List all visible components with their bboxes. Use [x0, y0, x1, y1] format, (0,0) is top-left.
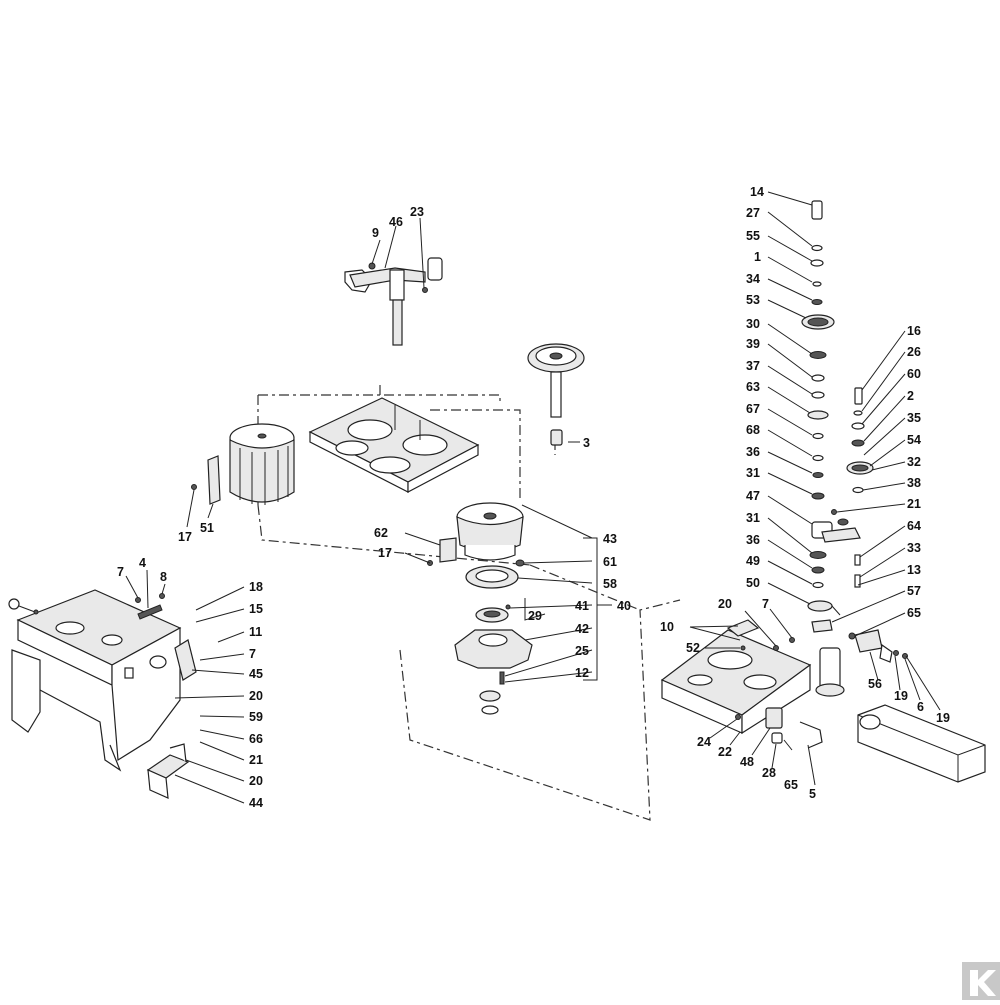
callout-label: 17	[378, 546, 392, 560]
callout-label: 24	[697, 735, 711, 749]
callout-label: 63	[746, 380, 760, 394]
callout-label: 38	[907, 476, 921, 490]
callout-label: 64	[907, 519, 921, 533]
callout-label: 40	[617, 599, 631, 613]
callout-label: 31	[746, 466, 760, 480]
callout-label: 47	[746, 489, 760, 503]
callout-label: 19	[936, 711, 950, 725]
callout-label: 59	[249, 710, 263, 724]
callout-label: 4	[139, 556, 146, 570]
callout-label: 23	[410, 205, 424, 219]
callout-label: 41	[575, 599, 589, 613]
callout-label: 60	[907, 367, 921, 381]
left-frame-housing	[8, 589, 197, 799]
callout-label: 15	[249, 602, 263, 616]
callout-label: 37	[746, 359, 760, 373]
callout-label: 18	[249, 580, 263, 594]
callout-label: 57	[907, 584, 921, 598]
right-secondary-stack	[831, 387, 874, 588]
brand-logo-icon	[962, 962, 1000, 1000]
callout-label: 46	[389, 215, 403, 229]
callout-label: 56	[868, 677, 882, 691]
callout-label: 55	[746, 229, 760, 243]
gear-shaft-assembly	[527, 343, 585, 446]
callout-label: 45	[249, 667, 263, 681]
callout-label: 53	[746, 293, 760, 307]
center-tray-plate	[308, 397, 480, 493]
callout-label: 20	[249, 774, 263, 788]
callout-label: 6	[917, 700, 924, 714]
callout-label: 29	[528, 609, 542, 623]
callout-leader-lines	[125, 191, 941, 804]
callout-label: 17	[178, 530, 192, 544]
callout-label: 48	[740, 755, 754, 769]
callout-label: 21	[907, 497, 921, 511]
callout-label: 36	[746, 533, 760, 547]
callout-label: 13	[907, 563, 921, 577]
callout-label: 50	[746, 576, 760, 590]
callout-label: 7	[762, 597, 769, 611]
drum-bracket	[191, 455, 221, 505]
callout-label: 2	[907, 389, 914, 403]
callout-label: 33	[907, 541, 921, 555]
callout-label: 43	[603, 532, 617, 546]
callout-label: 58	[603, 577, 617, 591]
callout-labels: 14 27 55 1 34 53 30 39 37 63 67 68 36 31…	[117, 185, 950, 810]
callout-label: 10	[660, 620, 674, 634]
callout-label: 34	[746, 272, 760, 286]
callout-label: 20	[249, 689, 263, 703]
rotor-drum	[229, 423, 295, 505]
callout-label: 5	[809, 787, 816, 801]
callout-label: 61	[603, 555, 617, 569]
callout-label: 62	[374, 526, 388, 540]
callout-label: 66	[249, 732, 263, 746]
callout-label: 68	[746, 423, 760, 437]
callout-label: 9	[372, 226, 379, 240]
callout-label: 7	[249, 647, 256, 661]
callout-label: 14	[750, 185, 764, 199]
callout-label: 49	[746, 554, 760, 568]
callout-label: 27	[746, 206, 760, 220]
callout-label: 1	[754, 250, 761, 264]
right-gearbox-frame	[660, 619, 986, 783]
callout-label: 28	[762, 766, 776, 780]
callout-label: 26	[907, 345, 921, 359]
center-hub-stack	[427, 502, 533, 715]
callout-label: 7	[117, 565, 124, 579]
callout-label: 30	[746, 317, 760, 331]
callout-label: 12	[575, 666, 589, 680]
callout-label: 8	[160, 570, 167, 584]
callout-label: 44	[249, 796, 263, 810]
callout-label: 31	[746, 511, 760, 525]
callout-label: 21	[249, 753, 263, 767]
callout-label: 65	[784, 778, 798, 792]
callout-label: 3	[583, 436, 590, 450]
callout-label: 51	[200, 521, 214, 535]
callout-label: 65	[907, 606, 921, 620]
right-spindle-stack	[801, 200, 861, 616]
callout-label: 25	[575, 644, 589, 658]
callout-label: 16	[907, 324, 921, 338]
callout-label: 42	[575, 622, 589, 636]
callout-label: 52	[686, 641, 700, 655]
callout-label: 19	[894, 689, 908, 703]
callout-label: 20	[718, 597, 732, 611]
callout-label: 54	[907, 433, 921, 447]
callout-label: 39	[746, 337, 760, 351]
callout-label: 32	[907, 455, 921, 469]
callout-label: 22	[718, 745, 732, 759]
callout-label: 67	[746, 402, 760, 416]
callout-label: 36	[746, 445, 760, 459]
callout-label: 11	[249, 625, 262, 639]
upper-lever-assembly	[344, 257, 443, 346]
callout-label: 35	[907, 411, 921, 425]
